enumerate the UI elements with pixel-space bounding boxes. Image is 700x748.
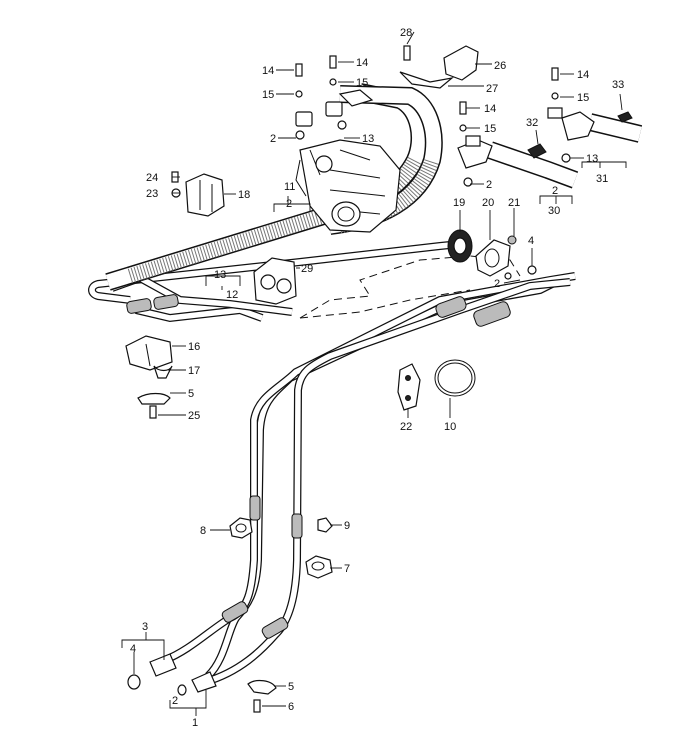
callout-15: 15 xyxy=(484,123,496,135)
callout-13: 13 xyxy=(586,153,598,165)
callout-25: 25 xyxy=(188,410,200,422)
callout-2: 2 xyxy=(172,695,178,707)
pipe-upper-loop xyxy=(88,240,461,323)
callout-7: 7 xyxy=(344,563,350,575)
callout-29: 29 xyxy=(301,263,313,275)
callout-14: 14 xyxy=(262,65,274,77)
callout-1: 1 xyxy=(192,717,198,729)
callout-9: 9 xyxy=(344,520,350,532)
clamp-16-group xyxy=(125,335,173,419)
callout-24: 24 xyxy=(146,172,158,184)
grommets xyxy=(126,294,511,639)
callout-2: 2 xyxy=(286,198,292,210)
callout-14: 14 xyxy=(484,103,496,115)
bracket-26-27 xyxy=(399,45,479,89)
callout-15: 15 xyxy=(356,77,368,89)
callout-14: 14 xyxy=(356,57,368,69)
callout-2: 2 xyxy=(552,185,558,197)
callout-26: 26 xyxy=(494,60,506,72)
callout-5: 5 xyxy=(288,681,294,693)
pipe-run-right xyxy=(163,272,576,664)
callout-11: 11 xyxy=(284,181,295,193)
clamp-18 xyxy=(171,173,225,217)
parts-22-10 xyxy=(397,359,476,411)
callout-30: 30 xyxy=(548,205,560,217)
callout-10: 10 xyxy=(444,421,456,433)
parts-19-20-21 xyxy=(447,229,537,280)
callout-5: 5 xyxy=(188,388,194,400)
callout-12: 12 xyxy=(226,289,238,301)
compressor xyxy=(295,139,401,233)
callout-28: 28 xyxy=(400,27,412,39)
callout-2: 2 xyxy=(486,179,492,191)
leader-lines xyxy=(121,31,627,716)
block-29 xyxy=(253,257,297,305)
callout-17: 17 xyxy=(188,365,200,377)
callout-16: 16 xyxy=(188,341,200,353)
small-parts-lower xyxy=(229,517,333,579)
pipe-run-main xyxy=(203,278,571,686)
callout-23: 23 xyxy=(146,188,158,200)
callout-15: 15 xyxy=(577,92,589,104)
callout-33: 33 xyxy=(612,79,624,91)
callout-8: 8 xyxy=(200,525,206,537)
callout-22: 22 xyxy=(400,421,412,433)
callout-4: 4 xyxy=(528,235,534,247)
callout-27: 27 xyxy=(486,83,498,95)
hardware-bolts xyxy=(171,55,559,183)
callout-2: 2 xyxy=(494,278,500,290)
callout-13: 13 xyxy=(214,269,226,281)
callout-3: 3 xyxy=(142,621,148,633)
callout-18: 18 xyxy=(238,189,250,201)
callout-31: 31 xyxy=(596,173,608,185)
callout-13: 13 xyxy=(362,133,374,145)
callout-19: 19 xyxy=(453,197,465,209)
callout-6: 6 xyxy=(288,701,294,713)
compressor-fittings xyxy=(295,89,374,140)
callout-4: 4 xyxy=(130,643,136,655)
callout-32: 32 xyxy=(526,117,538,129)
callout-15: 15 xyxy=(262,89,274,101)
callout-21: 21 xyxy=(508,197,520,209)
bottom-fittings xyxy=(127,653,277,713)
callout-labels: 28 26 27 14 15 14 15 14 15 14 15 2 13 32… xyxy=(130,27,624,729)
callout-14: 14 xyxy=(577,69,589,81)
callout-20: 20 xyxy=(482,197,494,209)
callout-2: 2 xyxy=(270,133,276,145)
